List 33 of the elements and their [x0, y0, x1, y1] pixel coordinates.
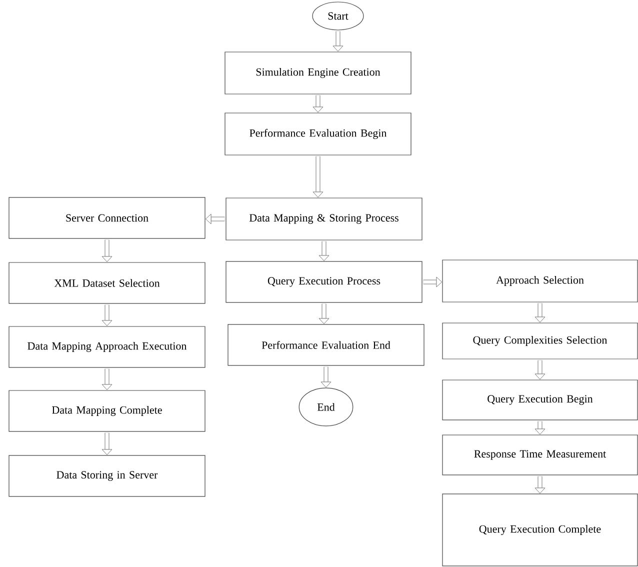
arrow	[534, 360, 546, 380]
arrow	[102, 240, 112, 262]
process-box: Data Storing in Server	[8, 455, 206, 497]
process-box: Simulation Engine Creation	[224, 52, 412, 94]
process-box: Performance Evaluation End	[228, 324, 424, 366]
arrow	[318, 304, 330, 324]
arrow	[318, 241, 330, 262]
process-box: Data Mapping & Storing Process	[226, 198, 422, 240]
arrow	[312, 95, 324, 113]
process-box: Query Complexities Selection	[442, 322, 638, 360]
process-box: Data Mapping Complete	[8, 390, 206, 432]
arrow	[102, 432, 112, 456]
arrow	[102, 368, 112, 390]
arrow	[320, 366, 332, 388]
process-box: Query Execution Begin	[442, 380, 638, 420]
process-box: Response Time Measurement	[442, 434, 638, 476]
process-box: Performance Evaluation Begin	[224, 112, 412, 156]
arrow	[332, 31, 344, 52]
process-box: Approach Selection	[442, 260, 638, 302]
arrow	[312, 156, 324, 198]
arrow	[534, 476, 546, 494]
process-box: Query Execution Complete	[442, 494, 638, 566]
arrow	[534, 421, 546, 435]
terminal-oval: Start	[312, 2, 364, 30]
arrow	[534, 303, 546, 323]
arrow	[102, 304, 112, 326]
process-box: Server Connection	[8, 197, 206, 239]
arrow	[423, 276, 442, 288]
process-box: XML Dataset Selection	[8, 262, 206, 304]
arrow	[205, 214, 225, 224]
process-box: Query Execution Process	[226, 261, 422, 303]
terminal-oval: End	[298, 388, 354, 426]
process-box: Data Mapping Approach Execution	[8, 326, 206, 368]
